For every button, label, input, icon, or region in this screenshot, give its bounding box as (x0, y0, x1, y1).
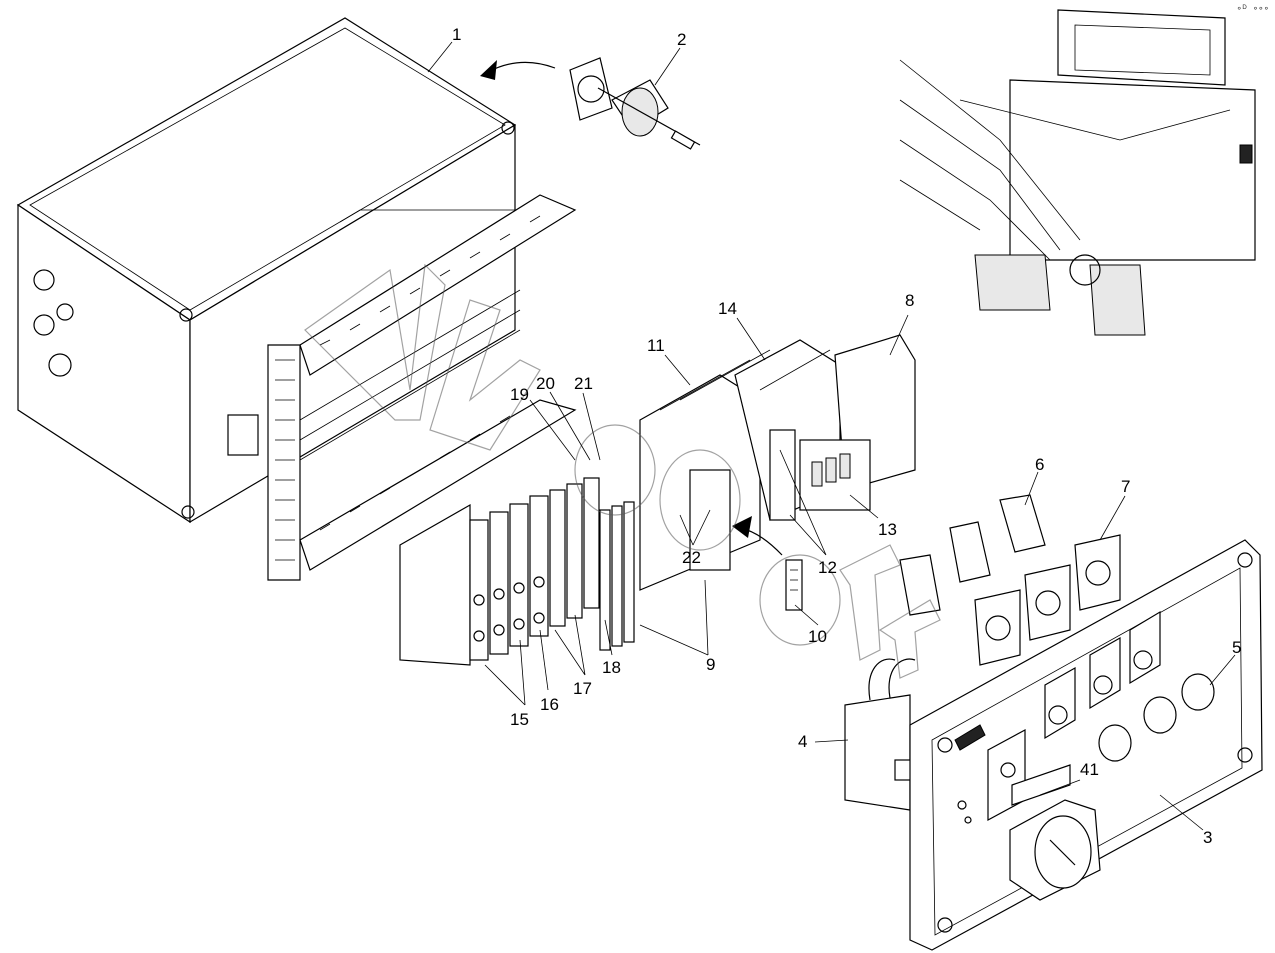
callout-16: 16 (540, 695, 559, 714)
callout-10: 10 (808, 627, 827, 646)
callout-41: 41 (1080, 760, 1099, 779)
callout-5: 5 (1232, 638, 1241, 657)
callout-12: 12 (818, 558, 837, 577)
fuse-cartridge (785, 559, 803, 611)
callout-7: 7 (1121, 477, 1130, 496)
callout-22: 22 (682, 548, 701, 567)
callout-18: 18 (602, 658, 621, 677)
wire-duct-frame (227, 194, 577, 581)
callout-14: 14 (718, 299, 737, 318)
terminal-blocks (399, 477, 635, 666)
rotary-switch-body (844, 658, 916, 811)
callout-4: 4 (798, 732, 807, 751)
callout-1: 1 (452, 25, 461, 44)
callout-15: 15 (510, 710, 529, 729)
removal-arrow (487, 61, 556, 73)
callout-3: 3 (1203, 828, 1212, 847)
callout-20: 20 (536, 374, 555, 393)
machine-inset (899, 9, 1256, 336)
corner-mark: ∘ᴰ ∘∘∘ (1236, 4, 1269, 14)
callout-11: 11 (647, 336, 665, 355)
callout-8: 8 (905, 291, 914, 310)
callout-9: 9 (706, 655, 715, 674)
front-panel (909, 539, 1263, 951)
callout-6: 6 (1035, 455, 1044, 474)
relays-contactors (639, 334, 916, 591)
watermark-outline (304, 263, 941, 679)
leader-lines (427, 41, 1236, 831)
callout-labels: 1 2 3 4 5 6 7 8 9 10 11 12 13 14 15 16 1… (452, 25, 1241, 847)
contact-blocks (899, 494, 1121, 666)
connector-socket (569, 57, 701, 150)
callout-21: 21 (574, 374, 593, 393)
callout-17: 17 (573, 679, 592, 698)
callout-19: 19 (510, 385, 529, 404)
callout-2: 2 (677, 30, 686, 49)
callout-13: 13 (878, 520, 897, 539)
